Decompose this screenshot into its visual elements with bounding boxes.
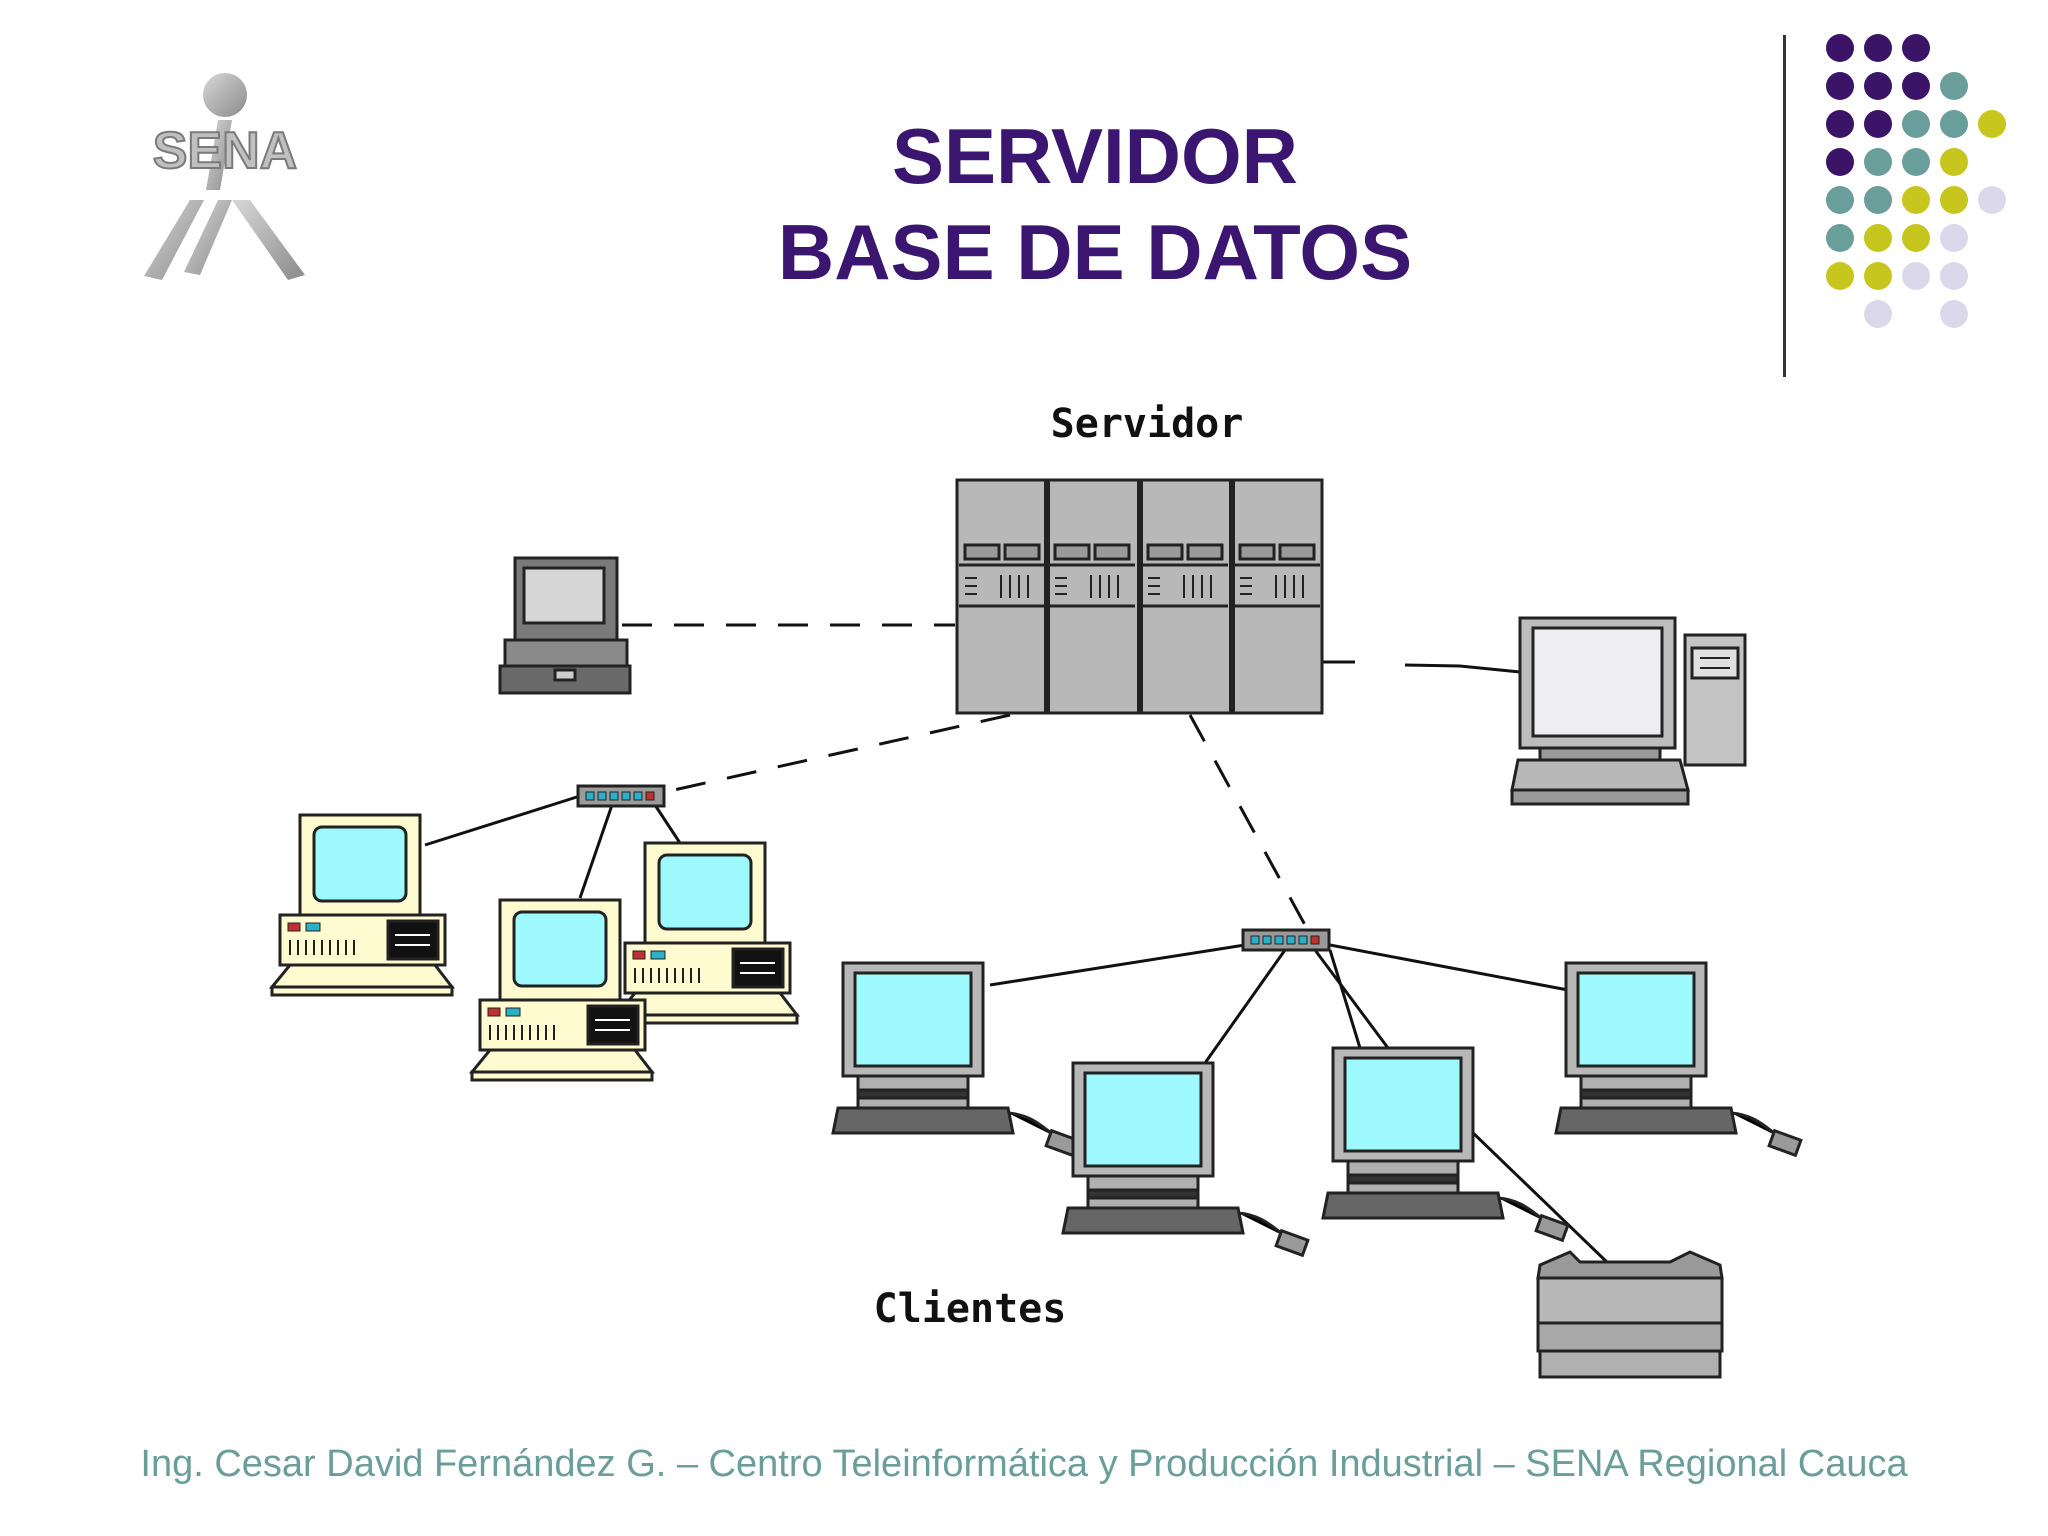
decorative-dot bbox=[1940, 300, 1968, 328]
decorative-dot-grid bbox=[1826, 34, 2006, 328]
decorative-dot bbox=[1978, 186, 2006, 214]
hub-left-to-pc3-link bbox=[653, 804, 682, 844]
network-hub-right bbox=[1241, 928, 1331, 952]
client-computer-1-icon bbox=[831, 961, 1080, 1158]
vertical-divider bbox=[1783, 35, 1786, 377]
decorative-dot bbox=[1902, 110, 1930, 138]
decorative-dot bbox=[1940, 262, 1968, 290]
decorative-dot bbox=[1826, 224, 1854, 252]
sena-logo: SENA bbox=[144, 73, 305, 280]
decorative-dot bbox=[1902, 262, 1930, 290]
clients-label: Clientes bbox=[874, 1286, 1067, 1332]
server-to-hub-right-link bbox=[1188, 714, 1307, 926]
old-pc-back-icon bbox=[613, 841, 801, 1025]
client3-to-printer-link bbox=[1468, 1128, 1612, 1267]
decorative-dot bbox=[1826, 72, 1854, 100]
server-to-hub-left-link bbox=[664, 713, 1011, 794]
decorative-dot bbox=[1978, 110, 2006, 138]
title-line-2: BASE DE DATOS bbox=[777, 208, 1413, 296]
old-pc-front-icon bbox=[468, 898, 656, 1082]
decorative-dot bbox=[1826, 148, 1854, 176]
decorative-dot bbox=[1864, 224, 1892, 252]
title-line-1: SERVIDOR bbox=[892, 112, 1298, 200]
decorative-dot bbox=[1940, 148, 1968, 176]
decorative-dot bbox=[1826, 186, 1854, 214]
decorative-dot bbox=[1902, 224, 1930, 252]
decorative-dot bbox=[1864, 72, 1892, 100]
decorative-dot bbox=[1864, 110, 1892, 138]
decorative-dot bbox=[1826, 262, 1854, 290]
decorative-dot bbox=[1826, 110, 1854, 138]
client-computer-3-icon bbox=[1321, 1046, 1570, 1243]
slide-title: SERVIDOR BASE DE DATOS bbox=[620, 108, 1570, 300]
server-to-desktop-link-2 bbox=[1404, 663, 1521, 674]
decorative-dot bbox=[1864, 34, 1892, 62]
footer-credit: Ing. Cesar David Fernández G. – Centro T… bbox=[140, 1443, 1908, 1485]
decorative-dot bbox=[1864, 148, 1892, 176]
hub-right-to-client2-link bbox=[1203, 949, 1287, 1064]
old-pc-left-icon bbox=[268, 813, 456, 997]
network-hub-left bbox=[576, 784, 666, 808]
decorative-dot bbox=[1902, 34, 1930, 62]
hub-right-to-client4-link bbox=[1329, 943, 1569, 992]
client-computer-2-icon bbox=[1061, 1061, 1310, 1258]
decorative-dot bbox=[1940, 72, 1968, 100]
decorative-dot bbox=[1902, 148, 1930, 176]
hub-left-to-pc1-link bbox=[424, 794, 581, 847]
server-rack bbox=[955, 478, 1324, 715]
hub-right-to-client3-link bbox=[1313, 949, 1390, 1049]
decorative-dot bbox=[1940, 110, 1968, 138]
sena-logo-text: SENA bbox=[153, 122, 297, 180]
hub-right-to-client1-link bbox=[989, 943, 1246, 987]
desktop-computer-icon bbox=[1510, 616, 1747, 806]
decorative-dot bbox=[1940, 224, 1968, 252]
decorative-dot bbox=[1826, 34, 1854, 62]
decorative-dot bbox=[1864, 300, 1892, 328]
hub-left-to-pc2-link bbox=[578, 804, 614, 899]
decorative-dot bbox=[1902, 186, 1930, 214]
decorative-dot bbox=[1940, 186, 1968, 214]
server-label: Servidor bbox=[1051, 401, 1244, 447]
decorative-dot bbox=[1902, 72, 1930, 100]
decorative-dot bbox=[1864, 186, 1892, 214]
hub-right-to-client3-link-b bbox=[1328, 949, 1362, 1049]
printer-icon bbox=[1536, 1250, 1724, 1379]
client-computer-4-icon bbox=[1554, 961, 1803, 1158]
laptop-icon bbox=[498, 556, 632, 695]
decorative-dot bbox=[1864, 262, 1892, 290]
